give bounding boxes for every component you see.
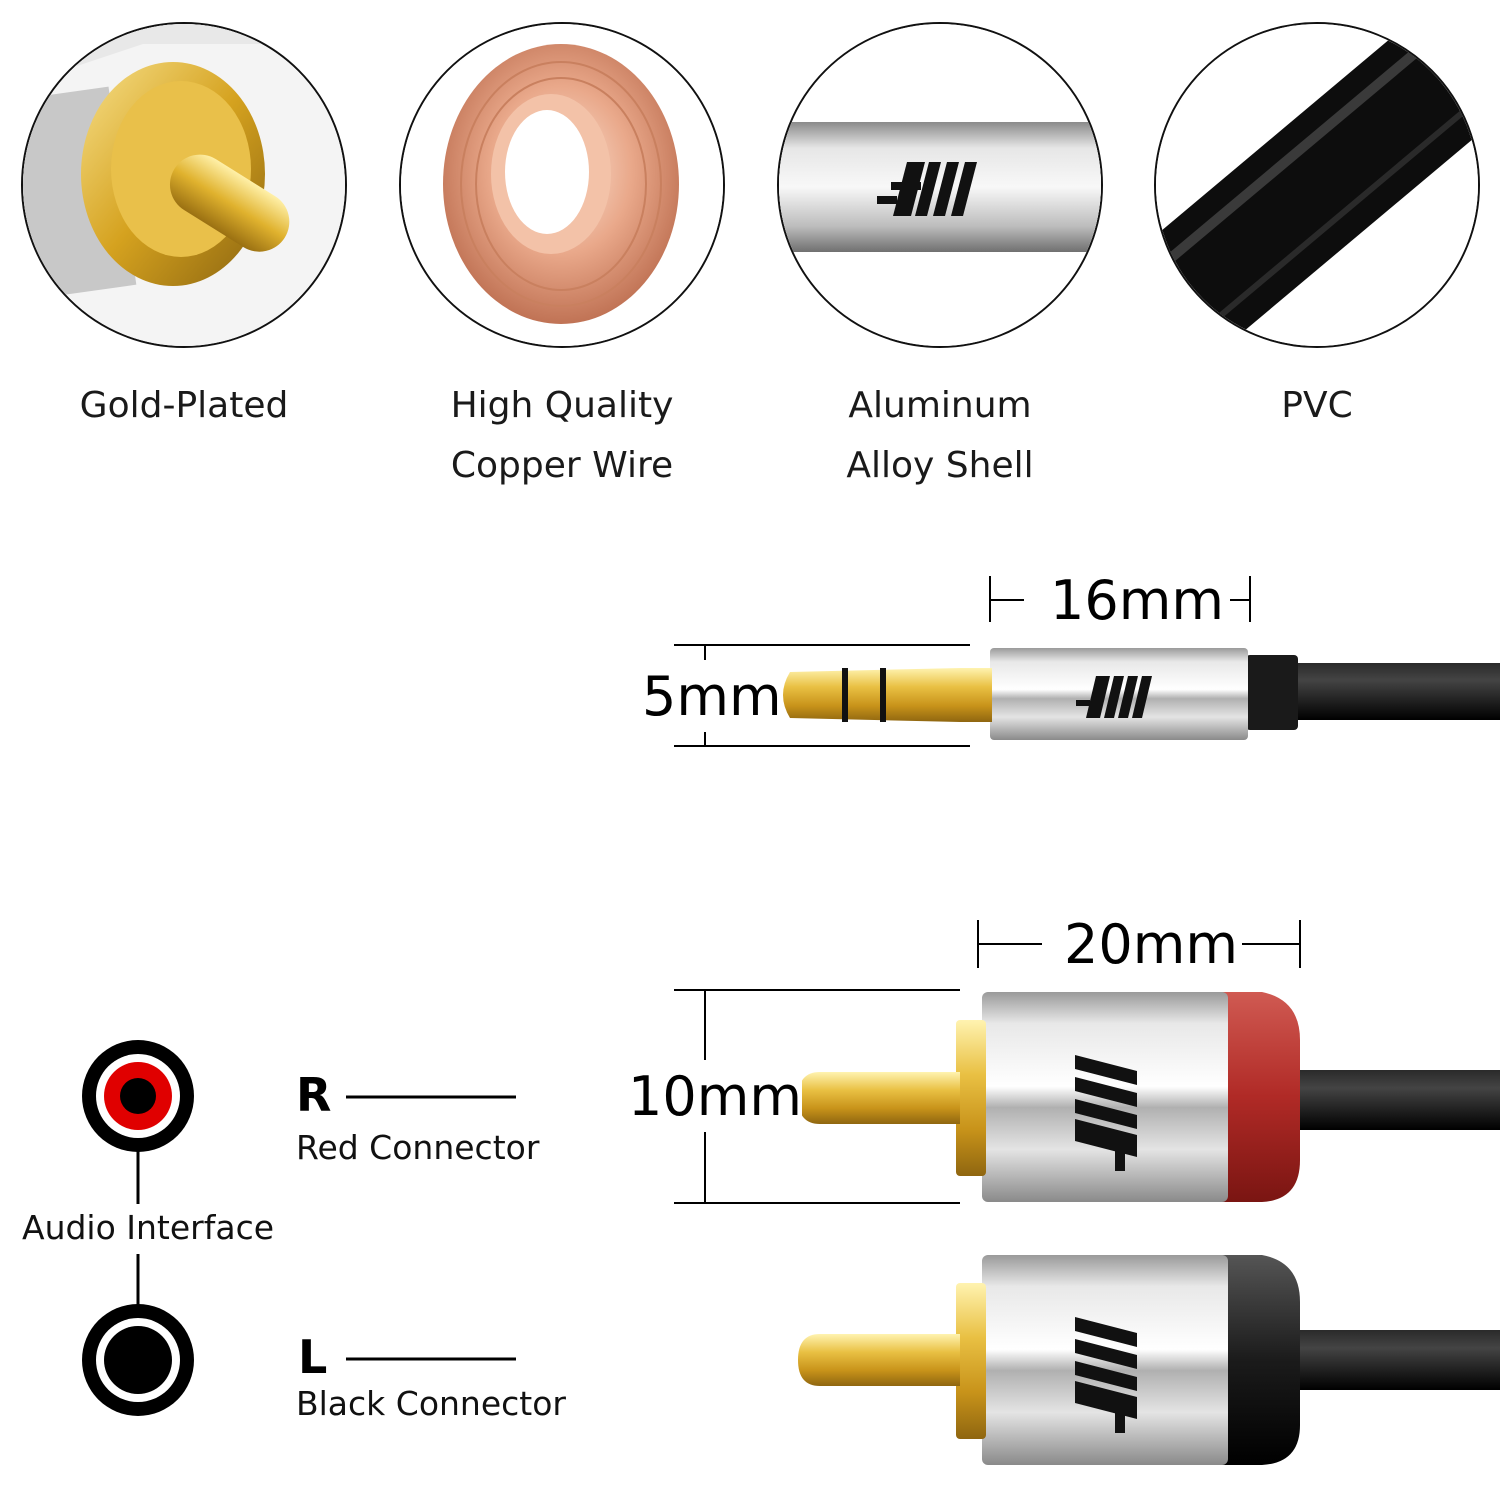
- audio-interface-label: Audio Interface: [22, 1208, 275, 1247]
- red-jack-icon: [82, 1040, 194, 1152]
- jack-dimension-lines: [674, 576, 1251, 747]
- feature-label-line2: Copper Wire: [450, 445, 674, 486]
- rca-length-label: 20mm: [1060, 918, 1242, 972]
- feature-label-line1: Aluminum: [848, 385, 1032, 426]
- feature-label: High Quality Copper Wire: [399, 376, 725, 496]
- feature-label-line1: High Quality: [450, 385, 674, 426]
- rca-dimension-lines: [674, 920, 1301, 1204]
- left-channel-name: Black Connector: [296, 1384, 566, 1423]
- brand-logo: [1075, 1055, 1137, 1171]
- rca-black-plug: [798, 1255, 1500, 1465]
- black-jack-icon: [82, 1304, 194, 1416]
- aux-jack-plug: [783, 648, 1500, 740]
- feature-gold-plated: Gold-Plated: [21, 22, 347, 436]
- feature-copper-wire: High Quality Copper Wire: [399, 22, 725, 496]
- feature-label: Gold-Plated: [79, 385, 289, 426]
- feature-label-line2: Alloy Shell: [846, 445, 1034, 486]
- audio-interface-diagram: [82, 1040, 516, 1416]
- right-channel-name: Red Connector: [296, 1128, 540, 1167]
- jack-length-label: 16mm: [1044, 574, 1230, 628]
- aluminum-shell-icon: [777, 22, 1103, 348]
- jack-diameter-label: 5mm: [642, 665, 782, 728]
- feature-pvc: PVC: [1154, 22, 1480, 436]
- brand-logo: [877, 162, 977, 216]
- gold-pin-icon: [21, 22, 347, 348]
- copper-coil-icon: [399, 22, 725, 348]
- pvc-cable-icon: [1154, 22, 1480, 348]
- rca-diameter-label: 10mm: [628, 1065, 802, 1128]
- feature-label: Aluminum Alloy Shell: [777, 376, 1103, 496]
- right-channel-letter: R: [296, 1068, 332, 1122]
- rca-red-plug: [798, 992, 1500, 1202]
- left-channel-letter: L: [298, 1330, 328, 1384]
- feature-aluminum-shell: Aluminum Alloy Shell: [777, 22, 1103, 496]
- brand-logo: [1076, 676, 1152, 718]
- brand-logo: [1075, 1317, 1137, 1433]
- feature-label: PVC: [1281, 385, 1353, 426]
